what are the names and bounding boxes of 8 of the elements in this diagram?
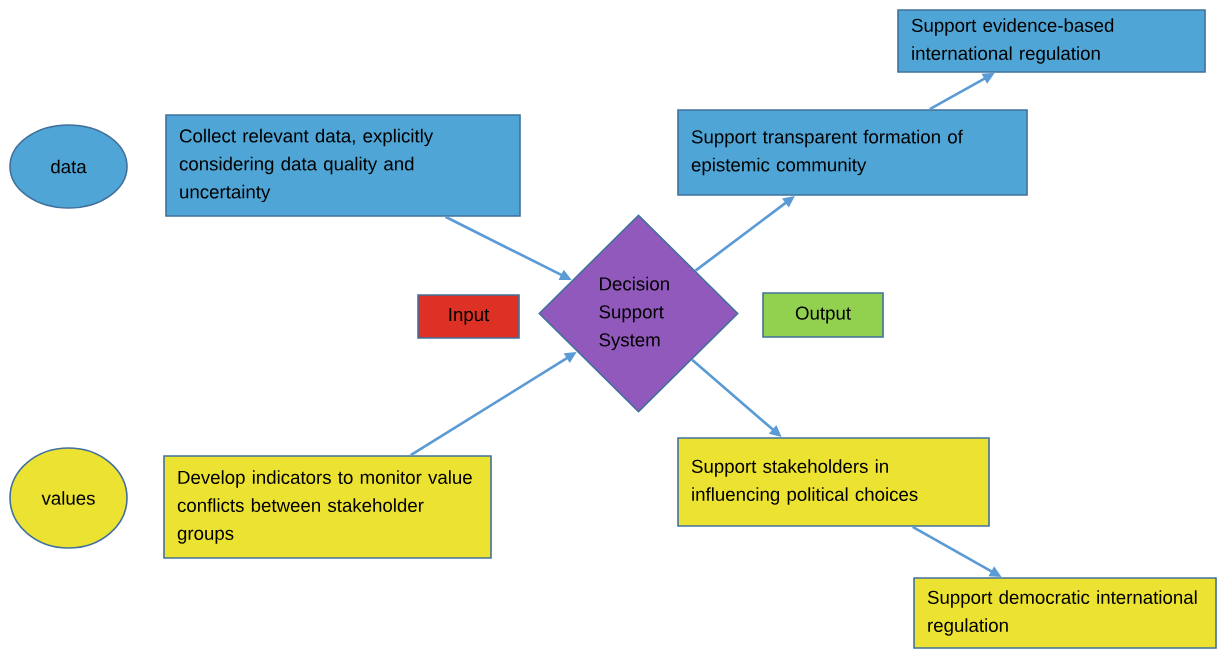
output-box: Support stakeholders in influencing political choices (677, 437, 990, 527)
output-box: Support transparent formation of epistemic community (677, 109, 1028, 196)
label-box: Output (762, 292, 884, 338)
label-box: Input (417, 294, 520, 339)
process-box: Collect relevant data, explicitly considering data quality and uncertainty (165, 114, 521, 217)
goal-box: Support democratic international regulation (913, 577, 1217, 649)
process-box: Develop indicators to monitor value conflicts between stakeholder groups (163, 455, 492, 559)
goal-box: Support evidence-based international regulation (897, 9, 1206, 73)
